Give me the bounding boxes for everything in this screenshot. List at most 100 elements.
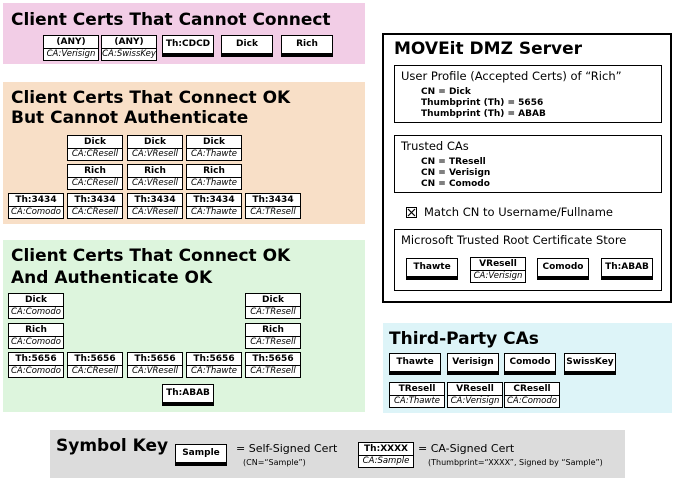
ca-signed-cert: Th:5656 CA:Comodo (8, 352, 64, 378)
trusted-line: CN = Verisign (421, 168, 491, 178)
ca-signed-cert: (ANY) CA:SwissKey (101, 35, 157, 61)
ca-signed-cert: Th:3434 CA:TResell (245, 193, 301, 219)
cert-ca: CA:CResell (68, 177, 122, 189)
connect-auth-title-line1: Client Certs That Connect OK (11, 246, 291, 266)
dmz-server-title: MOVEit DMZ Server (394, 39, 582, 59)
third-party-cas-title: Third-Party CAs (389, 329, 539, 349)
ca-signed-cert: Th:3434 CA:CResell (67, 193, 123, 219)
ca-signed-cert: Dick CA:CResell (67, 135, 123, 161)
ca-signed-cert: Th:5656 CA:Thawte (186, 352, 242, 378)
trusted-line: CN = TResell (421, 157, 486, 167)
cert-cn: CResell (513, 384, 551, 394)
cert-cn: Th:3434 (15, 195, 57, 205)
ca-signed-cert: Th:XXXX CA:Sample (358, 442, 414, 468)
trusted-line: CN = Comodo (421, 179, 490, 189)
cert-cn: Th:3434 (74, 195, 116, 205)
cert-ca: CA:Comodo (9, 336, 63, 348)
cert-cn: Th:5656 (134, 354, 176, 364)
cert-ca: CA:Thawte (187, 365, 241, 377)
cert-cn: (ANY) (56, 37, 86, 47)
cert-cn: (ANY) (114, 37, 144, 47)
cert-cn: Th:3434 (193, 195, 235, 205)
self-signed-cert: Comodo (504, 353, 556, 375)
cert-cn: Dick (203, 137, 225, 147)
self-signed-cert: Dick (221, 35, 273, 57)
cert-ca: CA:CResell (68, 206, 122, 218)
cert-ca: CA:Verisign (44, 48, 98, 60)
self-signed-cert: Thawte (389, 353, 441, 375)
ca-signed-note: (Thumbprint=“XXXX”, Signed by “Sample”) (428, 458, 603, 467)
self-signed-cert: Comodo (537, 258, 589, 280)
cert-ca: CA:VResell (128, 206, 182, 218)
cannot-connect-title: Client Certs That Cannot Connect (11, 10, 331, 30)
ca-signed-cert: Th:5656 CA:CResell (67, 352, 123, 378)
self-signed-cert: Thawte (406, 258, 458, 280)
cert-cn: Rich (25, 325, 47, 335)
cert-cn: Th:5656 (252, 354, 294, 364)
ca-signed-cert: VResell CA:Verisign (447, 382, 503, 408)
profile-line: Thumbprint (Th) = 5656 (421, 98, 544, 108)
match-cn-checkbox[interactable] (406, 207, 417, 218)
self-signed-cert: Sample (175, 444, 227, 466)
connect-no-auth-title-line1: Client Certs That Connect OK (11, 88, 291, 108)
cert-cn: Th:3434 (134, 195, 176, 205)
cert-cn: Rich (84, 166, 106, 176)
cannot-connect-panel: Client Certs That Cannot Connect (ANY) C… (3, 3, 365, 64)
ca-signed-cert: VResell CA:Verisign (470, 257, 526, 283)
ca-signed-cert: Rich CA:Thawte (186, 164, 242, 190)
ms-root-store-title: Microsoft Trusted Root Certificate Store (401, 233, 627, 247)
cert-ca: CA:Verisign (471, 270, 525, 282)
cert-ca: CA:TResell (246, 365, 300, 377)
cert-cn: Dick (84, 137, 106, 147)
cert-ca: CA:Sample (359, 455, 413, 467)
ca-signed-cert: CResell CA:Comodo (504, 382, 560, 408)
cert-cn: Th:XXXX (364, 444, 408, 454)
cert-ca: CA:VResell (128, 365, 182, 377)
profile-line: Thumbprint (Th) = ABAB (421, 109, 546, 119)
self-signed-label: = Self-Signed Cert (236, 442, 338, 455)
cert-ca: CA:Thawte (390, 395, 444, 407)
cert-cn: Rich (262, 325, 284, 335)
symbol-key-title: Symbol Key (56, 436, 169, 456)
cert-cn: Th:3434 (252, 195, 294, 205)
ca-signed-cert: Dick CA:TResell (245, 293, 301, 319)
cert-ca: CA:Thawte (187, 206, 241, 218)
cert-ca: CA:Thawte (187, 177, 241, 189)
cert-ca: CA:Thawte (187, 148, 241, 160)
user-profile-box: User Profile (Accepted Certs) of “Rich” … (394, 65, 662, 123)
ca-signed-cert: Rich CA:VResell (127, 164, 183, 190)
ca-signed-cert: Rich CA:TResell (245, 323, 301, 349)
cert-ca: CA:Comodo (9, 365, 63, 377)
ca-signed-cert: Dick CA:VResell (127, 135, 183, 161)
ca-signed-cert: TResell CA:Thawte (389, 382, 445, 408)
self-signed-cert: Th:CDCD (162, 35, 214, 57)
self-signed-cert: Th:ABAB (601, 258, 653, 280)
cert-ca: CA:Verisign (448, 395, 502, 407)
cert-cn: Dick (25, 295, 47, 305)
cert-cn: Rich (144, 166, 166, 176)
ca-signed-cert: Th:5656 CA:VResell (127, 352, 183, 378)
ca-signed-cert: Rich CA:CResell (67, 164, 123, 190)
ca-signed-cert: Dick CA:Thawte (186, 135, 242, 161)
cert-ca: CA:VResell (128, 148, 182, 160)
third-party-cas-panel: Third-Party CAs Thawte Verisign Comodo S… (383, 323, 672, 413)
ca-signed-cert: (ANY) CA:Verisign (43, 35, 99, 61)
cert-ca: CA:Comodo (505, 395, 559, 407)
cert-ca: CA:VResell (128, 177, 182, 189)
cert-ca: CA:Comodo (9, 306, 63, 318)
profile-line: CN = Dick (421, 87, 471, 97)
cert-cn: Dick (144, 137, 166, 147)
connect-no-auth-panel: Client Certs That Connect OK But Cannot … (3, 82, 365, 224)
ca-signed-cert: Rich CA:Comodo (8, 323, 64, 349)
cert-ca: CA:Comodo (9, 206, 63, 218)
self-signed-cert: SwissKey (564, 353, 616, 375)
cert-cn: Th:5656 (74, 354, 116, 364)
symbol-key-panel: Symbol Key Sample = Self-Signed Cert (CN… (50, 430, 625, 478)
cert-ca: CA:CResell (68, 365, 122, 377)
cert-cn: VResell (479, 259, 517, 269)
trusted-cas-title: Trusted CAs (401, 139, 469, 153)
connect-no-auth-title-line2: But Cannot Authenticate (11, 108, 249, 128)
self-signed-cert: Rich (281, 35, 333, 57)
cert-ca: CA:SwissKey (102, 48, 156, 59)
ca-signed-cert: Th:3434 CA:VResell (127, 193, 183, 219)
